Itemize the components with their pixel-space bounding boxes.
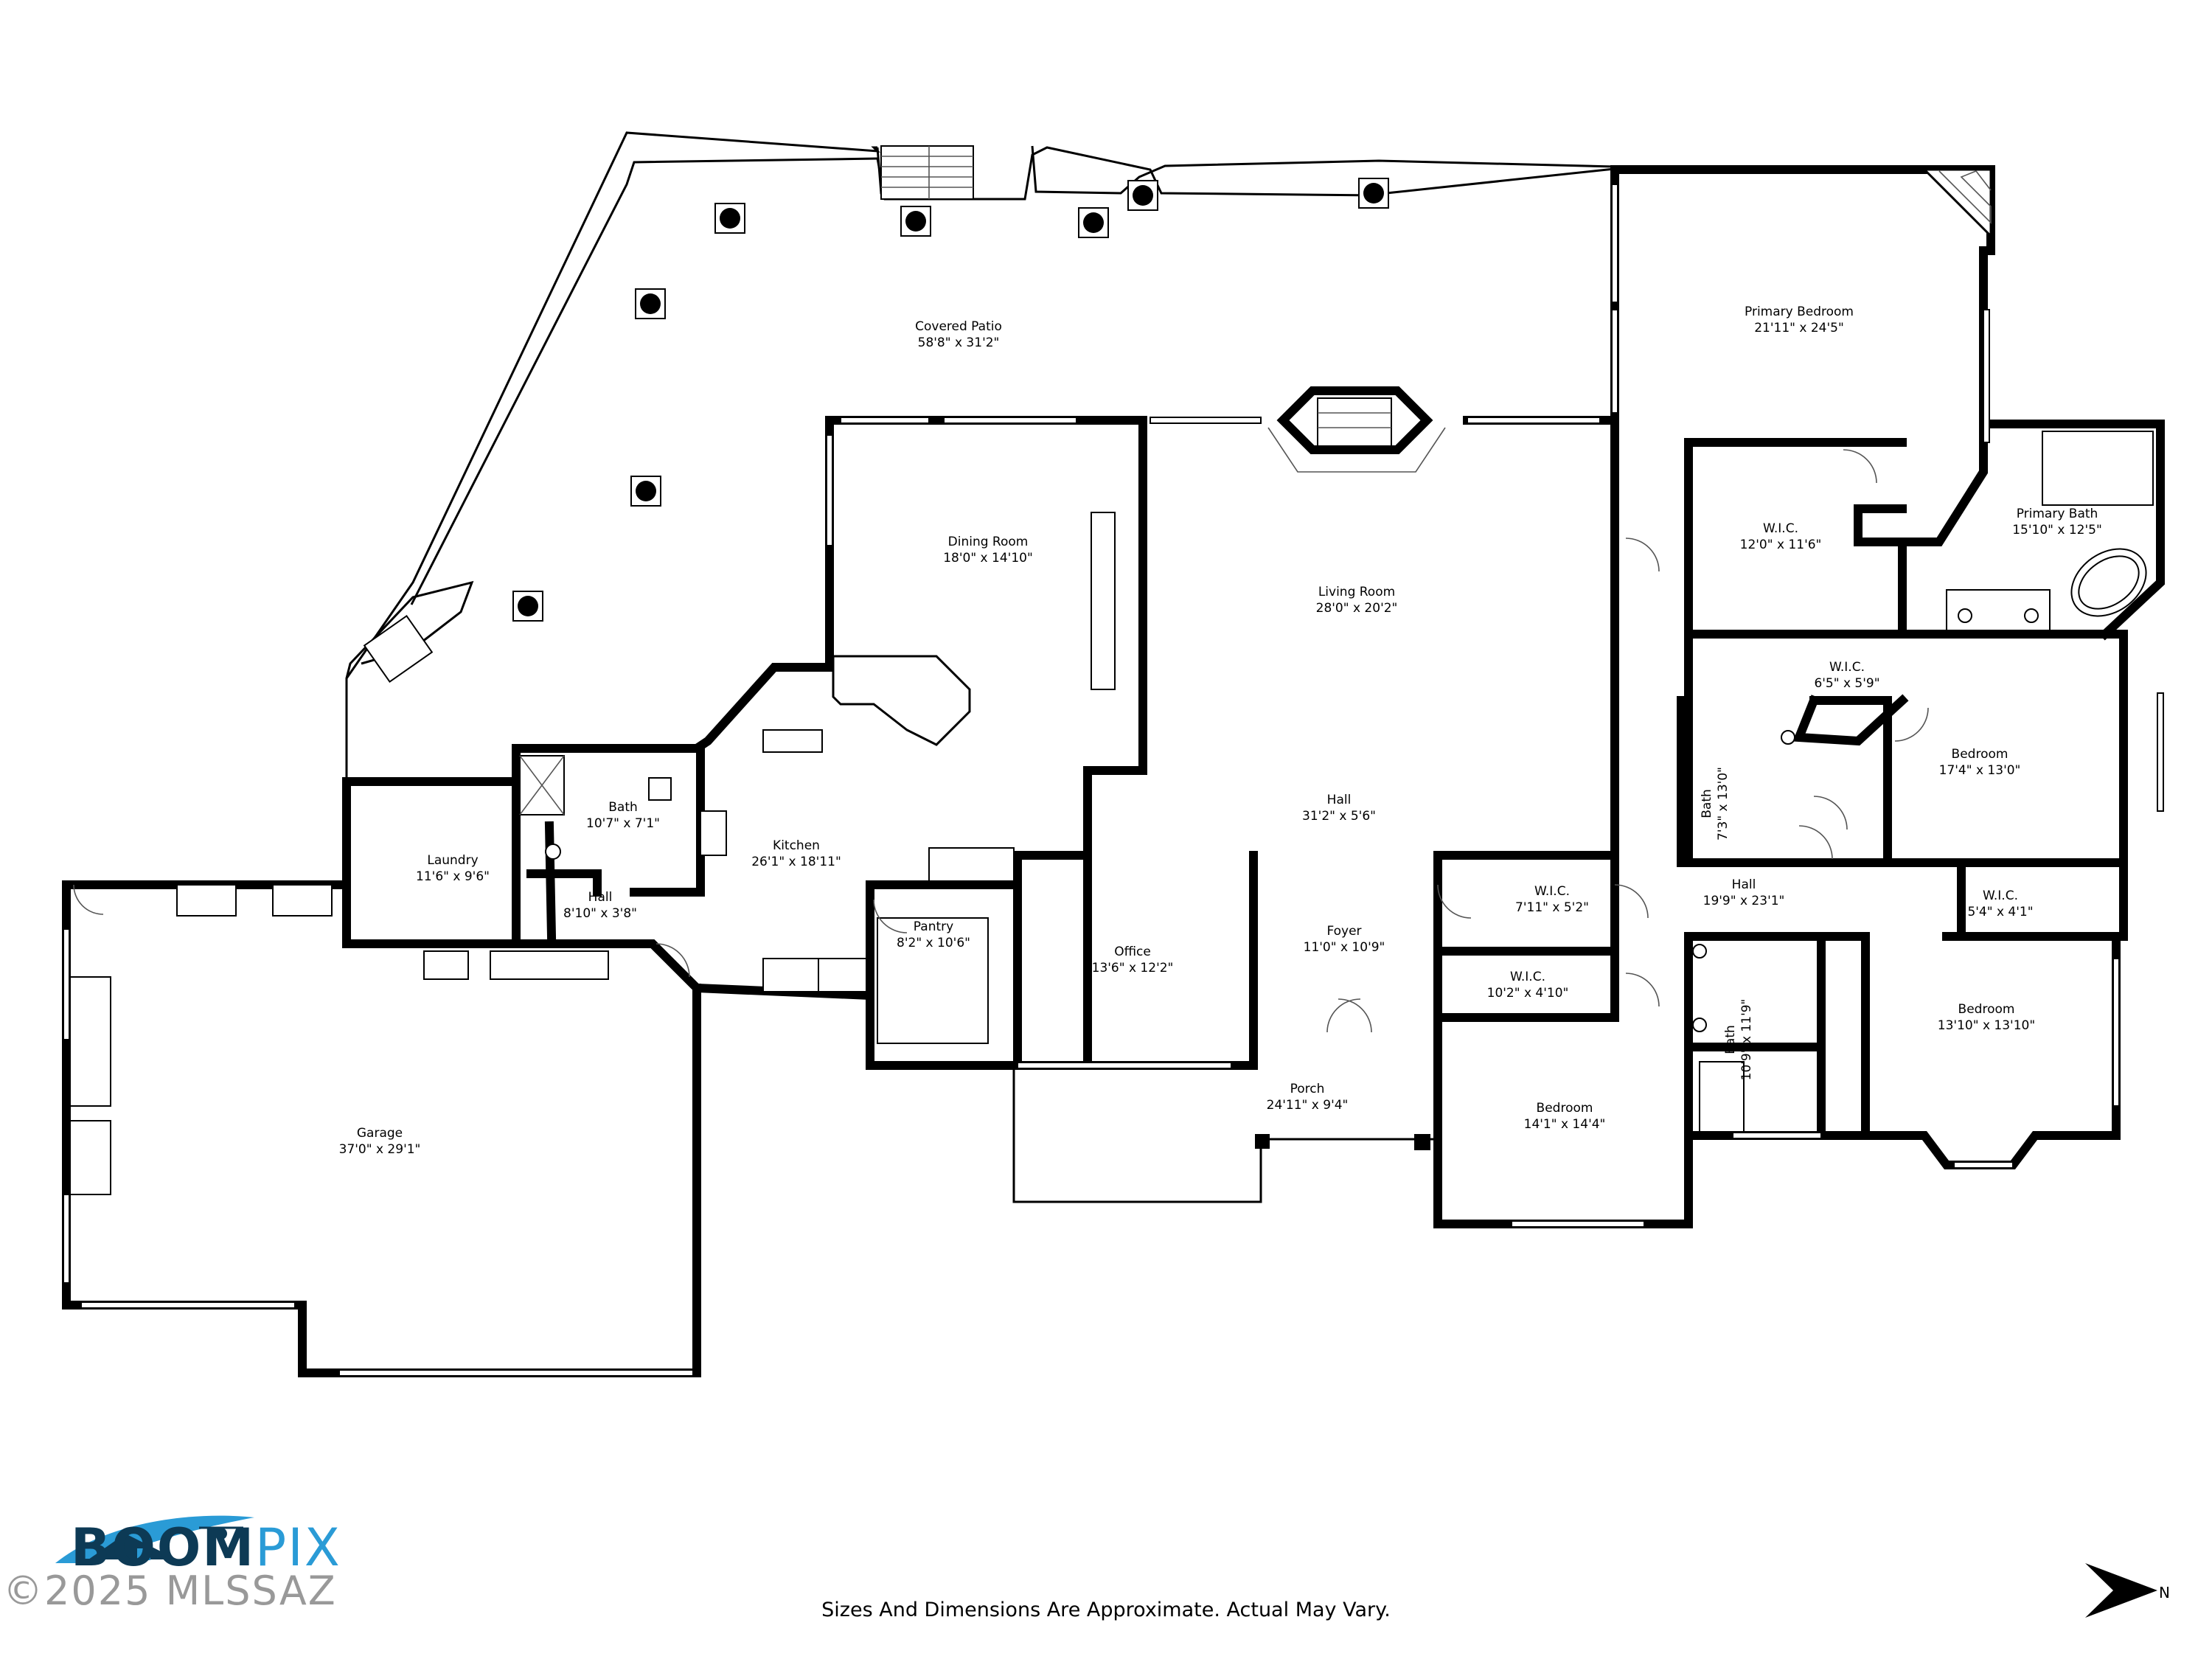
north-arrow-icon bbox=[2085, 1563, 2157, 1618]
svg-text:Pantry: Pantry bbox=[914, 919, 953, 934]
porch-outline bbox=[1012, 1069, 1438, 1203]
svg-text:21'11" x 24'5": 21'11" x 24'5" bbox=[1754, 321, 1844, 335]
svg-text:W.I.C.: W.I.C. bbox=[1983, 888, 2018, 903]
label-office: Office 13'6" x 12'2" bbox=[1092, 945, 1174, 975]
svg-text:8'10" x 3'8": 8'10" x 3'8" bbox=[563, 906, 637, 921]
svg-text:Hall: Hall bbox=[1327, 793, 1352, 807]
svg-text:Hall: Hall bbox=[588, 890, 613, 905]
svg-text:14'1" x 14'4": 14'1" x 14'4" bbox=[1524, 1117, 1606, 1132]
room-labels: Covered Patio 58'8" x 31'2" Primary Bedr… bbox=[339, 305, 2102, 1157]
label-garage: Garage 37'0" x 29'1" bbox=[339, 1126, 421, 1157]
svg-text:W.I.C.: W.I.C. bbox=[1763, 521, 1798, 536]
label-primary-bath: Primary Bath 15'10" x 12'5" bbox=[2012, 507, 2102, 538]
svg-text:Bath: Bath bbox=[1723, 1025, 1738, 1054]
svg-text:13'6" x 12'2": 13'6" x 12'2" bbox=[1092, 961, 1174, 975]
label-hall-main: Hall 31'2" x 5'6" bbox=[1302, 793, 1376, 824]
svg-text:Laundry: Laundry bbox=[427, 853, 478, 868]
windows bbox=[63, 184, 2164, 1377]
svg-text:11'6" x 9'6": 11'6" x 9'6" bbox=[416, 869, 490, 884]
svg-text:10'9" x 11'9": 10'9" x 11'9" bbox=[1739, 999, 1754, 1081]
svg-text:Bedroom: Bedroom bbox=[1958, 1002, 2015, 1017]
logo-main-text: BOOM bbox=[71, 1517, 256, 1578]
copyright-watermark: ©2025 MLSSAZ bbox=[3, 1568, 337, 1614]
svg-text:Bedroom: Bedroom bbox=[1537, 1101, 1593, 1116]
label-hall-bed: Hall 19'9" x 23'1" bbox=[1703, 877, 1785, 908]
label-bedroom-2: Bedroom 13'10" x 13'10" bbox=[1938, 1002, 2035, 1033]
label-laundry: Laundry 11'6" x 9'6" bbox=[416, 853, 490, 884]
svg-text:12'0" x 11'6": 12'0" x 11'6" bbox=[1740, 538, 1822, 552]
svg-text:10'2" x 4'10": 10'2" x 4'10" bbox=[1487, 986, 1569, 1001]
svg-text:Porch: Porch bbox=[1290, 1082, 1325, 1096]
svg-text:7'3" x 13'0": 7'3" x 13'0" bbox=[1716, 767, 1731, 841]
boompix-logo-icon bbox=[55, 1515, 254, 1563]
label-hall-small: Hall 8'10" x 3'8" bbox=[563, 890, 637, 921]
svg-text:8'2" x 10'6": 8'2" x 10'6" bbox=[897, 936, 970, 950]
label-foyer: Foyer 11'0" x 10'9" bbox=[1304, 924, 1385, 955]
disclaimer-text: Sizes And Dimensions Are Approximate. Ac… bbox=[821, 1599, 1391, 1621]
label-wic-4: W.I.C. 5'4" x 4'1" bbox=[1967, 888, 2033, 919]
label-bedroom-1: Bedroom 17'4" x 13'0" bbox=[1939, 747, 2021, 778]
label-wic-3: W.I.C. 7'11" x 5'2" bbox=[1515, 884, 1589, 915]
svg-text:18'0" x 14'10": 18'0" x 14'10" bbox=[943, 551, 1033, 566]
label-dining-room: Dining Room 18'0" x 14'10" bbox=[943, 535, 1033, 566]
label-wic-5: W.I.C. 10'2" x 4'10" bbox=[1487, 970, 1569, 1001]
label-bedroom-3: Bedroom 14'1" x 14'4" bbox=[1524, 1101, 1606, 1132]
label-wic-2: W.I.C. 6'5" x 5'9" bbox=[1814, 660, 1879, 691]
svg-text:19'9" x 23'1": 19'9" x 23'1" bbox=[1703, 894, 1785, 908]
svg-text:6'5" x 5'9": 6'5" x 5'9" bbox=[1814, 676, 1879, 691]
kitchen-island bbox=[700, 512, 1116, 1044]
corner-fireplace-icon bbox=[1921, 168, 1992, 239]
svg-text:Living Room: Living Room bbox=[1318, 585, 1395, 599]
svg-text:58'8" x 31'2": 58'8" x 31'2" bbox=[918, 335, 1000, 350]
svg-text:37'0" x 29'1": 37'0" x 29'1" bbox=[339, 1142, 421, 1157]
label-covered-patio: Covered Patio 58'8" x 31'2" bbox=[915, 319, 1002, 350]
svg-text:Hall: Hall bbox=[1732, 877, 1756, 892]
svg-text:11'0" x 10'9": 11'0" x 10'9" bbox=[1304, 940, 1385, 955]
svg-text:24'11" x 9'4": 24'11" x 9'4" bbox=[1267, 1098, 1349, 1113]
garage-steps bbox=[69, 884, 609, 1195]
label-pantry: Pantry 8'2" x 10'6" bbox=[897, 919, 970, 950]
svg-text:26'1" x 18'11": 26'1" x 18'11" bbox=[751, 855, 841, 869]
label-wic-primary: W.I.C. 12'0" x 11'6" bbox=[1740, 521, 1822, 552]
svg-text:Office: Office bbox=[1114, 945, 1151, 959]
svg-text:Bedroom: Bedroom bbox=[1952, 747, 2008, 762]
logo-wordmark: BOOMPIX bbox=[71, 1517, 341, 1578]
covered-patio-outline bbox=[345, 131, 1623, 782]
svg-text:W.I.C.: W.I.C. bbox=[1829, 660, 1865, 675]
svg-text:Garage: Garage bbox=[357, 1126, 403, 1141]
label-bath-2: Bath 7'3" x 13'0" bbox=[1700, 767, 1731, 841]
svg-text:Dining Room: Dining Room bbox=[948, 535, 1029, 549]
svg-text:W.I.C.: W.I.C. bbox=[1534, 884, 1570, 899]
svg-text:15'10" x 12'5": 15'10" x 12'5" bbox=[2012, 523, 2102, 538]
fireplace-icon bbox=[1267, 386, 1446, 473]
label-living-room: Living Room 28'0" x 20'2" bbox=[1316, 585, 1398, 616]
svg-text:Kitchen: Kitchen bbox=[773, 838, 820, 853]
label-porch: Porch 24'11" x 9'4" bbox=[1267, 1082, 1349, 1113]
label-bath-laundry: Bath 10'7" x 7'1" bbox=[586, 800, 660, 831]
svg-text:28'0" x 20'2": 28'0" x 20'2" bbox=[1316, 601, 1398, 616]
svg-text:17'4" x 13'0": 17'4" x 13'0" bbox=[1939, 763, 2021, 778]
svg-text:W.I.C.: W.I.C. bbox=[1510, 970, 1545, 984]
svg-text:31'2" x 5'6": 31'2" x 5'6" bbox=[1302, 809, 1376, 824]
svg-text:Foyer: Foyer bbox=[1326, 924, 1361, 939]
svg-text:Covered Patio: Covered Patio bbox=[915, 319, 1002, 334]
svg-text:Primary Bath: Primary Bath bbox=[2017, 507, 2098, 521]
bath-fixtures bbox=[519, 431, 2154, 1133]
logo-accent-text: PIX bbox=[255, 1517, 341, 1578]
north-label: N bbox=[2159, 1584, 2170, 1601]
door-swings bbox=[73, 449, 1929, 1033]
svg-text:13'10" x 13'10": 13'10" x 13'10" bbox=[1938, 1018, 2035, 1033]
svg-text:10'7" x 7'1": 10'7" x 7'1" bbox=[586, 816, 660, 831]
walls bbox=[62, 165, 2165, 1377]
svg-text:5'4" x 4'1": 5'4" x 4'1" bbox=[1967, 905, 2033, 919]
svg-text:Bath: Bath bbox=[1700, 789, 1714, 818]
svg-text:Primary Bedroom: Primary Bedroom bbox=[1745, 305, 1854, 319]
svg-text:7'11" x 5'2": 7'11" x 5'2" bbox=[1515, 900, 1589, 915]
label-bath-3: Bath 10'9" x 11'9" bbox=[1723, 999, 1754, 1081]
label-primary-bedroom: Primary Bedroom 21'11" x 24'5" bbox=[1745, 305, 1854, 335]
label-kitchen: Kitchen 26'1" x 18'11" bbox=[751, 838, 841, 869]
svg-text:Bath: Bath bbox=[608, 800, 638, 815]
